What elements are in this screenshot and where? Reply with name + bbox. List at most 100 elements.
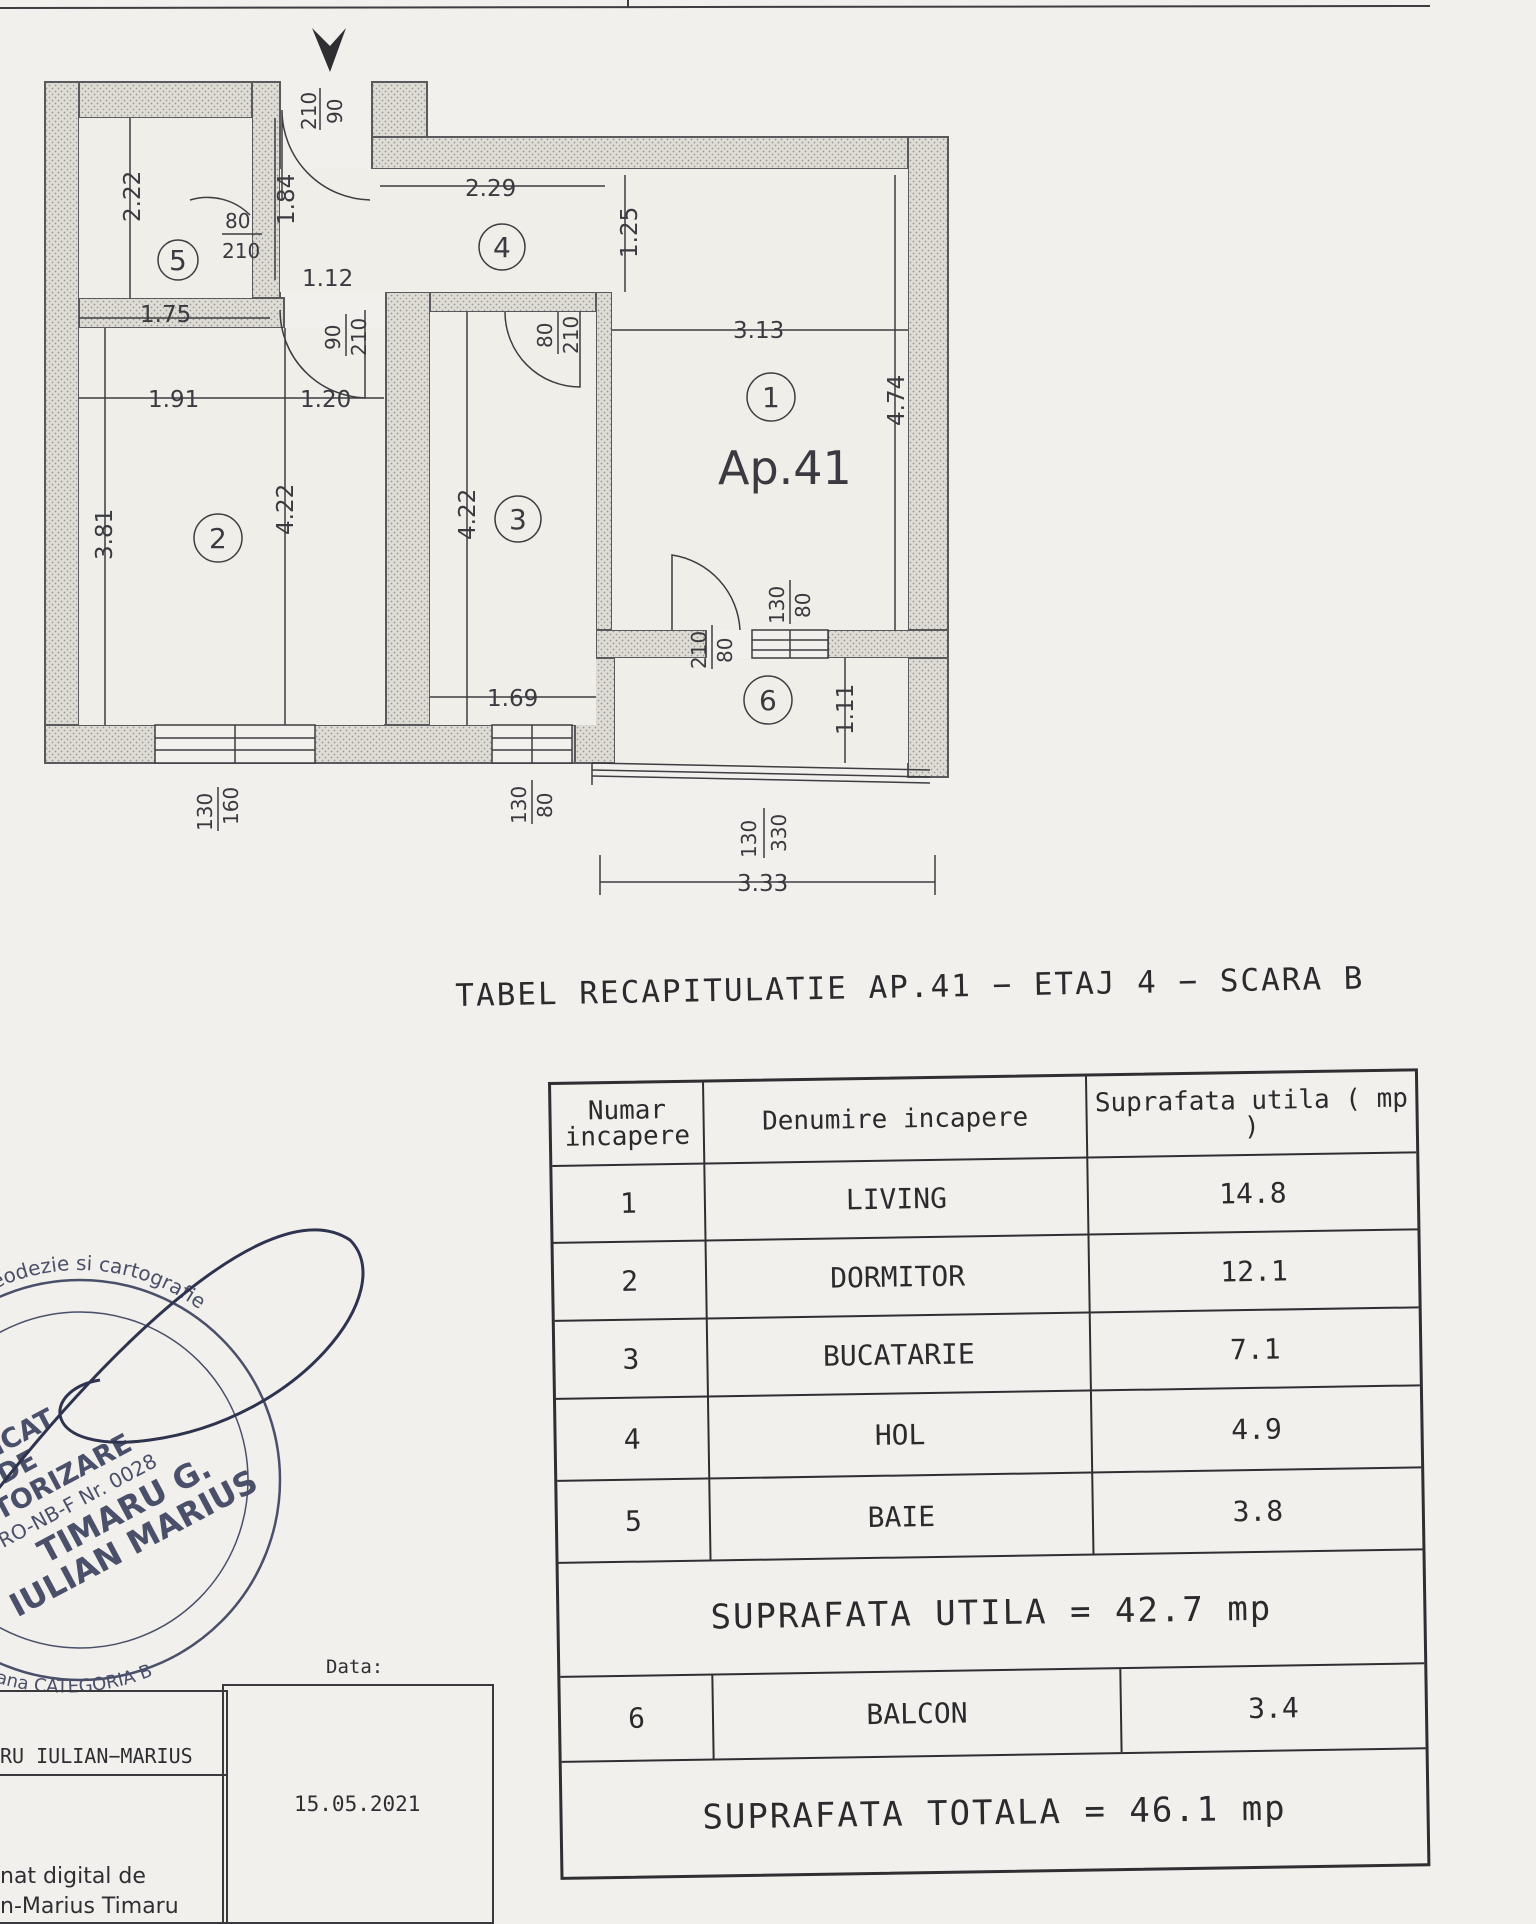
wall bbox=[827, 629, 949, 659]
room-marker: 4 bbox=[478, 223, 526, 271]
signature-box bbox=[0, 1776, 228, 1924]
dim-label: 1.84 bbox=[274, 174, 300, 225]
dim-label: 1.91 bbox=[148, 387, 199, 413]
room-2-area bbox=[79, 328, 384, 725]
name-box bbox=[0, 1690, 228, 1776]
door-height: 210 bbox=[347, 318, 371, 356]
door-height: 130 bbox=[765, 586, 789, 624]
door-height: 210 bbox=[687, 631, 711, 669]
table-row: 5 BAIE 3.8 bbox=[557, 1468, 1423, 1564]
summary-table: Numar incapere Denumire incapere Suprafa… bbox=[548, 1068, 1431, 1880]
apartment-label: Ap.41 bbox=[718, 441, 852, 495]
official-stamp: an de cadastru, geodezie si cartografie … bbox=[0, 1228, 365, 1698]
balcony-railing bbox=[591, 769, 931, 778]
header-name: Denumire incapere bbox=[704, 1076, 1089, 1163]
cell-area: 3.4 bbox=[1247, 1691, 1299, 1726]
balcony-railing bbox=[591, 762, 931, 771]
room-fills bbox=[79, 118, 908, 763]
dim-label: 2.22 bbox=[120, 171, 146, 222]
floor-plan: 2.22 1.84 1.75 1.12 2.29 1.25 3.13 4.74 … bbox=[0, 0, 1431, 897]
room-marker: 1 bbox=[746, 372, 796, 422]
dim-label: 1.20 bbox=[300, 387, 351, 413]
cell-name: HOL bbox=[708, 1391, 1094, 1478]
dim-label: 3.13 bbox=[733, 318, 784, 344]
dim-label: 3.33 bbox=[737, 871, 788, 897]
cell-number: 1 bbox=[552, 1164, 707, 1242]
room-number: 1 bbox=[762, 381, 780, 414]
cell-number: 2 bbox=[553, 1241, 708, 1320]
cell-number: 6 bbox=[560, 1675, 715, 1761]
date-box bbox=[222, 1684, 494, 1924]
wall bbox=[44, 81, 80, 763]
wall bbox=[78, 297, 285, 329]
cell-area: 4.9 bbox=[1230, 1412, 1283, 1446]
date-label: Data: bbox=[326, 1656, 384, 1678]
bedroom-door-swing bbox=[279, 309, 366, 399]
dim-label: 1.12 bbox=[302, 266, 353, 292]
door-width: 80 bbox=[225, 209, 250, 233]
dimension-labels: 2.22 1.84 1.75 1.12 2.29 1.25 3.13 4.74 … bbox=[92, 171, 910, 897]
header-area: Suprafata utila ( mp ) bbox=[1094, 1083, 1409, 1143]
room-marker: 3 bbox=[494, 495, 542, 543]
balcony-door-swing bbox=[671, 554, 741, 631]
door-label: 160 130 bbox=[193, 787, 243, 831]
dim-label: 3.81 bbox=[92, 509, 118, 560]
door-height: 210 bbox=[297, 92, 321, 130]
cell-area: 12.1 bbox=[1220, 1253, 1289, 1288]
door-width: 90 bbox=[321, 325, 345, 350]
cell-name: BUCATARIE bbox=[707, 1313, 1092, 1396]
balcony-row: 6 BALCON 3.4 bbox=[560, 1664, 1426, 1763]
room-number: 6 bbox=[759, 684, 777, 717]
door-label: 90 210 bbox=[321, 314, 371, 356]
room-1-area bbox=[612, 169, 908, 630]
door-label: 80 210 bbox=[222, 209, 262, 263]
openings bbox=[154, 629, 931, 785]
cell-number: 3 bbox=[554, 1319, 709, 1398]
room-6-area bbox=[615, 658, 908, 763]
dim-label: 1.11 bbox=[833, 684, 859, 735]
cell-name: DORMITOR bbox=[706, 1235, 1091, 1318]
door-height: 210 bbox=[559, 316, 583, 354]
cell-name: BALCON bbox=[713, 1669, 1123, 1759]
table-title: TABEL RECAPITULATIE AP.41 − ETAJ 4 − SCA… bbox=[455, 960, 1365, 1014]
signed-note-line1: nat digital de bbox=[0, 1864, 146, 1889]
room-marker: 6 bbox=[743, 675, 793, 725]
door-label: 80 130 bbox=[765, 580, 815, 624]
table-row: 3 BUCATARIE 7.1 bbox=[554, 1308, 1420, 1400]
door-height: 210 bbox=[222, 239, 260, 263]
cell-name: BAIE bbox=[710, 1473, 1095, 1560]
door-height: 130 bbox=[737, 820, 761, 858]
room-number: 5 bbox=[169, 244, 187, 277]
dim-label: 2.29 bbox=[465, 176, 516, 202]
surveyor-name: RU IULIAN−MARIUS bbox=[0, 1744, 193, 1768]
wall bbox=[371, 136, 941, 170]
grand-total: SUPRAFATA TOTALA = 46.1 mp bbox=[702, 1788, 1287, 1838]
door-label: 80 210 bbox=[533, 312, 583, 354]
door-labels: 80 210 90 210 90 210 80 210 80 bbox=[193, 88, 815, 858]
door-width: 80 bbox=[791, 593, 815, 618]
dim-label: 4.74 bbox=[884, 375, 910, 426]
balcony-railing bbox=[591, 775, 931, 784]
table-header-row: Numar incapere Denumire incapere Suprafa… bbox=[551, 1071, 1417, 1167]
door-height: 130 bbox=[507, 786, 531, 824]
wall bbox=[385, 291, 431, 733]
door-swings bbox=[189, 109, 741, 631]
door-width: 160 bbox=[219, 787, 243, 825]
dimension-lines bbox=[79, 118, 936, 895]
door-width: 330 bbox=[767, 814, 791, 852]
door-label: 80 130 bbox=[507, 780, 557, 824]
cell-area: 14.8 bbox=[1218, 1176, 1287, 1211]
useful-total-row: SUPRAFATA UTILA = 42.7 mp bbox=[558, 1550, 1425, 1678]
cell-number: 4 bbox=[555, 1397, 711, 1480]
door-width: 80 bbox=[533, 793, 557, 818]
room-number: 2 bbox=[209, 522, 227, 555]
table-row: 2 DORMITOR 12.1 bbox=[553, 1230, 1419, 1322]
cell-name: LIVING bbox=[705, 1158, 1090, 1240]
dim-label: 1.69 bbox=[487, 686, 538, 712]
room-marker: 2 bbox=[193, 513, 243, 563]
kitchen-door-swing bbox=[504, 311, 581, 388]
door-width: 80 bbox=[713, 638, 737, 663]
signed-note-line2: n-Marius Timaru bbox=[0, 1894, 179, 1919]
sheet-border bbox=[0, 5, 1431, 9]
